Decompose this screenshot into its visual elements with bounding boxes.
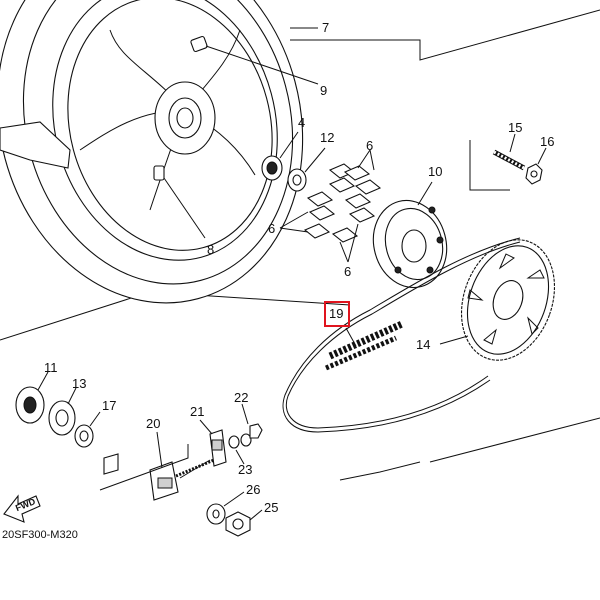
rear-sprocket-14	[439, 239, 556, 361]
callout-16: 16	[540, 134, 554, 149]
bracket-21	[199, 419, 227, 467]
callout-19-highlight: 19	[324, 301, 350, 327]
callout-19: 19	[329, 306, 343, 321]
washers-22-23	[228, 403, 263, 465]
seal-13	[48, 387, 77, 436]
drawing-code: 20SF300-M320	[2, 529, 78, 541]
callout-4: 4	[298, 115, 305, 130]
callout-11: 11	[44, 360, 58, 375]
callout-12: 12	[320, 130, 334, 145]
chain-puller-20	[99, 431, 215, 501]
drive-chain-19	[282, 237, 521, 433]
callout-17: 17	[102, 398, 116, 413]
collar-17	[74, 411, 101, 448]
callout-21: 21	[190, 404, 204, 419]
rear-wheel	[0, 0, 304, 304]
callout-6-bottom: 6	[344, 264, 351, 279]
nut-16	[525, 147, 547, 185]
nut-25	[225, 509, 263, 537]
spacer-12	[287, 147, 326, 192]
callout-14: 14	[416, 337, 430, 352]
callout-6-left: 6	[268, 221, 275, 236]
dampers-6	[279, 149, 382, 263]
callout-8: 8	[207, 242, 214, 257]
highlight-box	[324, 301, 350, 327]
callout-22: 22	[234, 390, 248, 405]
callout-23: 23	[238, 462, 252, 477]
fwd-arrow: FWD	[3, 494, 41, 523]
callout-13: 13	[72, 376, 86, 391]
valve-part	[153, 165, 206, 239]
callout-9: 9	[320, 83, 327, 98]
upper-section-frame	[290, 9, 600, 191]
callout-25: 25	[264, 500, 278, 515]
callout-15: 15	[508, 120, 522, 135]
callout-10: 10	[428, 164, 442, 179]
callout-26: 26	[246, 482, 260, 497]
hub-part-9	[190, 35, 319, 85]
bearing-11	[15, 371, 49, 424]
bolt-15	[492, 133, 526, 171]
bearing-4	[261, 131, 299, 181]
callout-7: 7	[322, 20, 329, 35]
callout-6-top: 6	[366, 138, 373, 153]
callout-20: 20	[146, 416, 160, 431]
sprocket-hub-10	[372, 181, 448, 289]
washer-26	[206, 491, 245, 525]
